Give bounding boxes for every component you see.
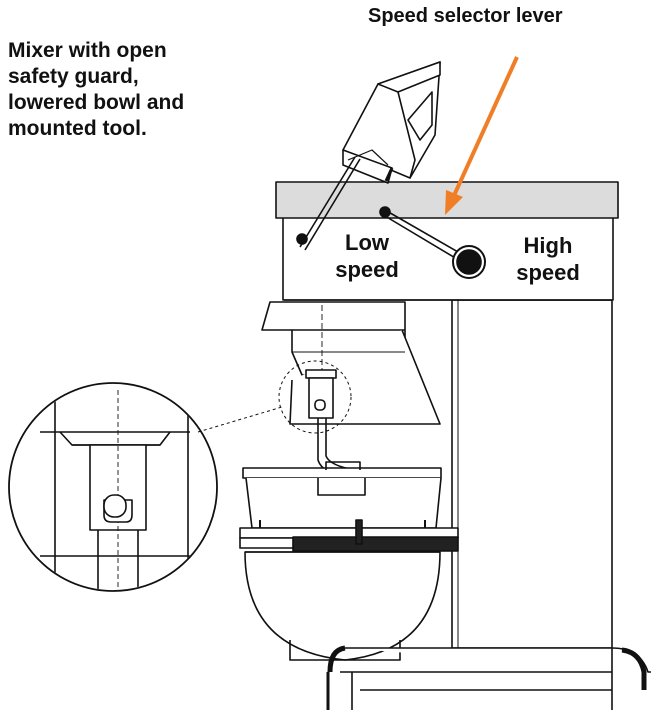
caption-line-3: lowered bowl and <box>8 91 185 114</box>
caption-line-4: mounted tool. <box>8 117 147 140</box>
mixer-base <box>326 645 651 710</box>
high-speed-label-line-2: speed <box>516 260 580 285</box>
diagram-caption: Mixer with open safety guard, lowered bo… <box>8 38 258 142</box>
detail-callout <box>8 360 352 592</box>
low-speed-label: Low speed <box>312 229 422 283</box>
caption-line-2: safety guard, <box>8 65 139 88</box>
low-speed-label-line-1: Low <box>345 230 389 255</box>
knob-icon <box>452 245 486 279</box>
speed-selector-lever-label: Speed selector lever <box>368 5 563 27</box>
mixer-column <box>451 299 613 649</box>
high-speed-label-line-1: High <box>523 233 573 258</box>
arrow-down-left-icon <box>445 56 519 215</box>
zoomed-detail <box>40 390 190 590</box>
safety-guard <box>299 61 441 251</box>
low-speed-label-line-2: speed <box>335 257 399 282</box>
high-speed-label: High speed <box>488 232 608 286</box>
attachment-hub <box>261 301 441 425</box>
speed-selector-lever <box>296 206 466 263</box>
caption-line-1: Mixer with open <box>8 39 167 62</box>
mixer-bowl <box>239 461 459 661</box>
